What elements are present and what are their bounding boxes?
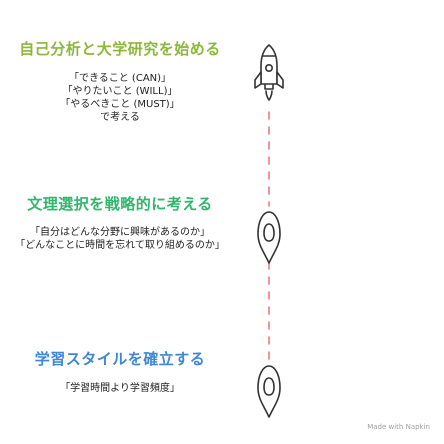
step-3-title: 学習スタイルを確立する [34,350,206,368]
step-1-line-2: 「やりたいこと (WILL)」 [62,86,178,97]
step-1-line-4: で考える [100,112,140,123]
step-1-description: 「できること (CAN)」 「やりたいこと (WILL)」 「やるべきこと (M… [2,72,238,124]
step-1-title: 自己分析と大学研究を始める [19,40,221,58]
step-1-line-3: 「やるべきこと (MUST)」 [60,99,180,110]
watermark-text: Made with Napkin [367,423,430,431]
step-2-line-2: 「どんなことに時間を忘れて取り組めるのか」 [15,240,225,251]
map-pin-icon [257,365,281,418]
napkin-watermark: Made with Napkin [367,423,430,431]
step-1-line-1: 「できること (CAN)」 [68,73,172,84]
step-2-section: 文理選択を戦略的に考える 「自分はどんな分野に興味があるのか」 「どんなことに時… [2,195,238,252]
step-2-line-1: 「自分はどんな分野に興味があるのか」 [30,227,210,238]
rocket-icon [254,44,284,101]
step-2-title: 文理選択を戦略的に考える [27,195,213,213]
map-pin-icon [257,211,281,264]
step-3-line-1: 「学習時間より学習頻度」 [60,383,180,394]
step-3-description: 「学習時間より学習頻度」 [2,382,238,395]
step-1-section: 自己分析と大学研究を始める 「できること (CAN)」 「やりたいこと (WIL… [2,40,238,124]
step-3-section: 学習スタイルを確立する 「学習時間より学習頻度」 [2,350,238,395]
step-2-description: 「自分はどんな分野に興味があるのか」 「どんなことに時間を忘れて取り組めるのか」 [2,226,238,252]
